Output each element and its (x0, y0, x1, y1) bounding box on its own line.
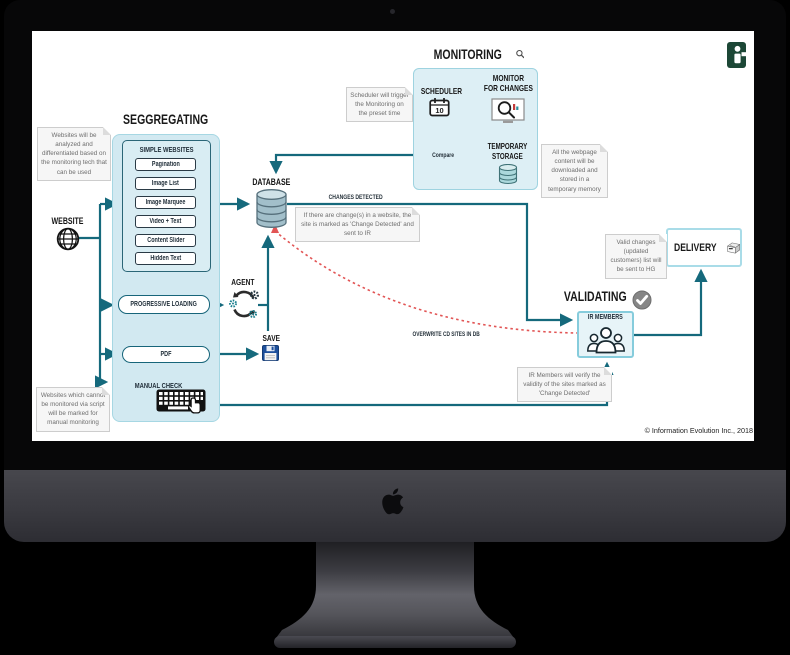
keyboard-hand-icon (156, 389, 208, 422)
compare-label: Compare (431, 152, 454, 159)
manual-check-label: MANUAL CHECK (134, 381, 183, 390)
seggregating-title: SEGGREGATING (122, 111, 209, 127)
progressive-loading-box: PROGRESSIVE LOADING (118, 295, 210, 314)
list-item-image-list: Image List (135, 177, 196, 190)
webcam-dot (390, 9, 395, 14)
manual-note: Websites which cannot be monitored via s… (36, 387, 110, 432)
calendar-icon: 10 (429, 97, 450, 122)
agent-label: AGENT (231, 277, 255, 287)
storage-note: All the webpage content will be download… (541, 144, 608, 198)
people-icon (587, 324, 625, 361)
changes-detected-label: CHANGES DETECTED (328, 194, 384, 201)
scheduler-label: SCHEDULER (420, 86, 462, 96)
database-label: DATABASE (252, 177, 290, 187)
package-icon (726, 242, 740, 254)
delivery-title: DELIVERY (674, 241, 717, 254)
website-label: WEBSITE (51, 216, 84, 226)
screen: MONITORING SCHEDULER 10 MONITOR FOR CHAN… (32, 31, 754, 441)
monitor-stand (274, 542, 516, 648)
delivery-note: Valid changes (updated customers) list w… (605, 234, 667, 279)
list-item-image-marquee: Image Marquee (135, 196, 196, 209)
monitoring-title: MONITORING (433, 46, 502, 62)
information-evolution-logo (727, 42, 746, 73)
magnifier-icon (515, 49, 524, 59)
list-item-video-text: Video + Text (135, 215, 196, 228)
gears-cycle-icon (228, 288, 260, 325)
apple-logo (382, 486, 408, 522)
floppy-disk-icon (262, 345, 279, 366)
overwrite-label: OVERWRITE CD SITES IN DB (412, 331, 480, 338)
ir-members-label: IR MEMBERS (588, 314, 623, 321)
monitor-for-changes-label: MONITOR FOR CHANGES (483, 73, 533, 94)
ir-note: IR Members will verify the validity of t… (517, 367, 612, 403)
pdf-box: PDF (122, 346, 210, 363)
scheduler-note: Scheduler will trigger the Monitoring on… (346, 87, 413, 123)
check-circle-icon (632, 290, 652, 315)
analyze-note: Websites will be analyzed and differenti… (37, 127, 111, 181)
monitoring-box (413, 68, 538, 190)
list-item-content-slider: Content Slider (135, 234, 196, 247)
small-database-icon (498, 163, 518, 190)
copyright-text: © Information Evolution Inc., 2018 (644, 426, 753, 435)
changes-note: If there are change(s) in a website, the… (295, 207, 420, 243)
globe-icon (56, 227, 80, 256)
list-item-hidden-text: Hidden Text (135, 252, 196, 265)
delivery-box: DELIVERY (666, 228, 742, 267)
temporary-storage-label: TEMPORARY STORAGE (487, 142, 527, 161)
validating-title: VALIDATING (563, 289, 627, 304)
simple-websites-title: SIMPLE WEBSITES (139, 145, 194, 154)
screen-magnifier-icon (491, 98, 525, 129)
save-label: SAVE (262, 333, 280, 343)
svg-text:10: 10 (435, 106, 443, 115)
list-item-pagination: Pagination (135, 158, 196, 171)
database-cylinders-icon (255, 189, 288, 234)
